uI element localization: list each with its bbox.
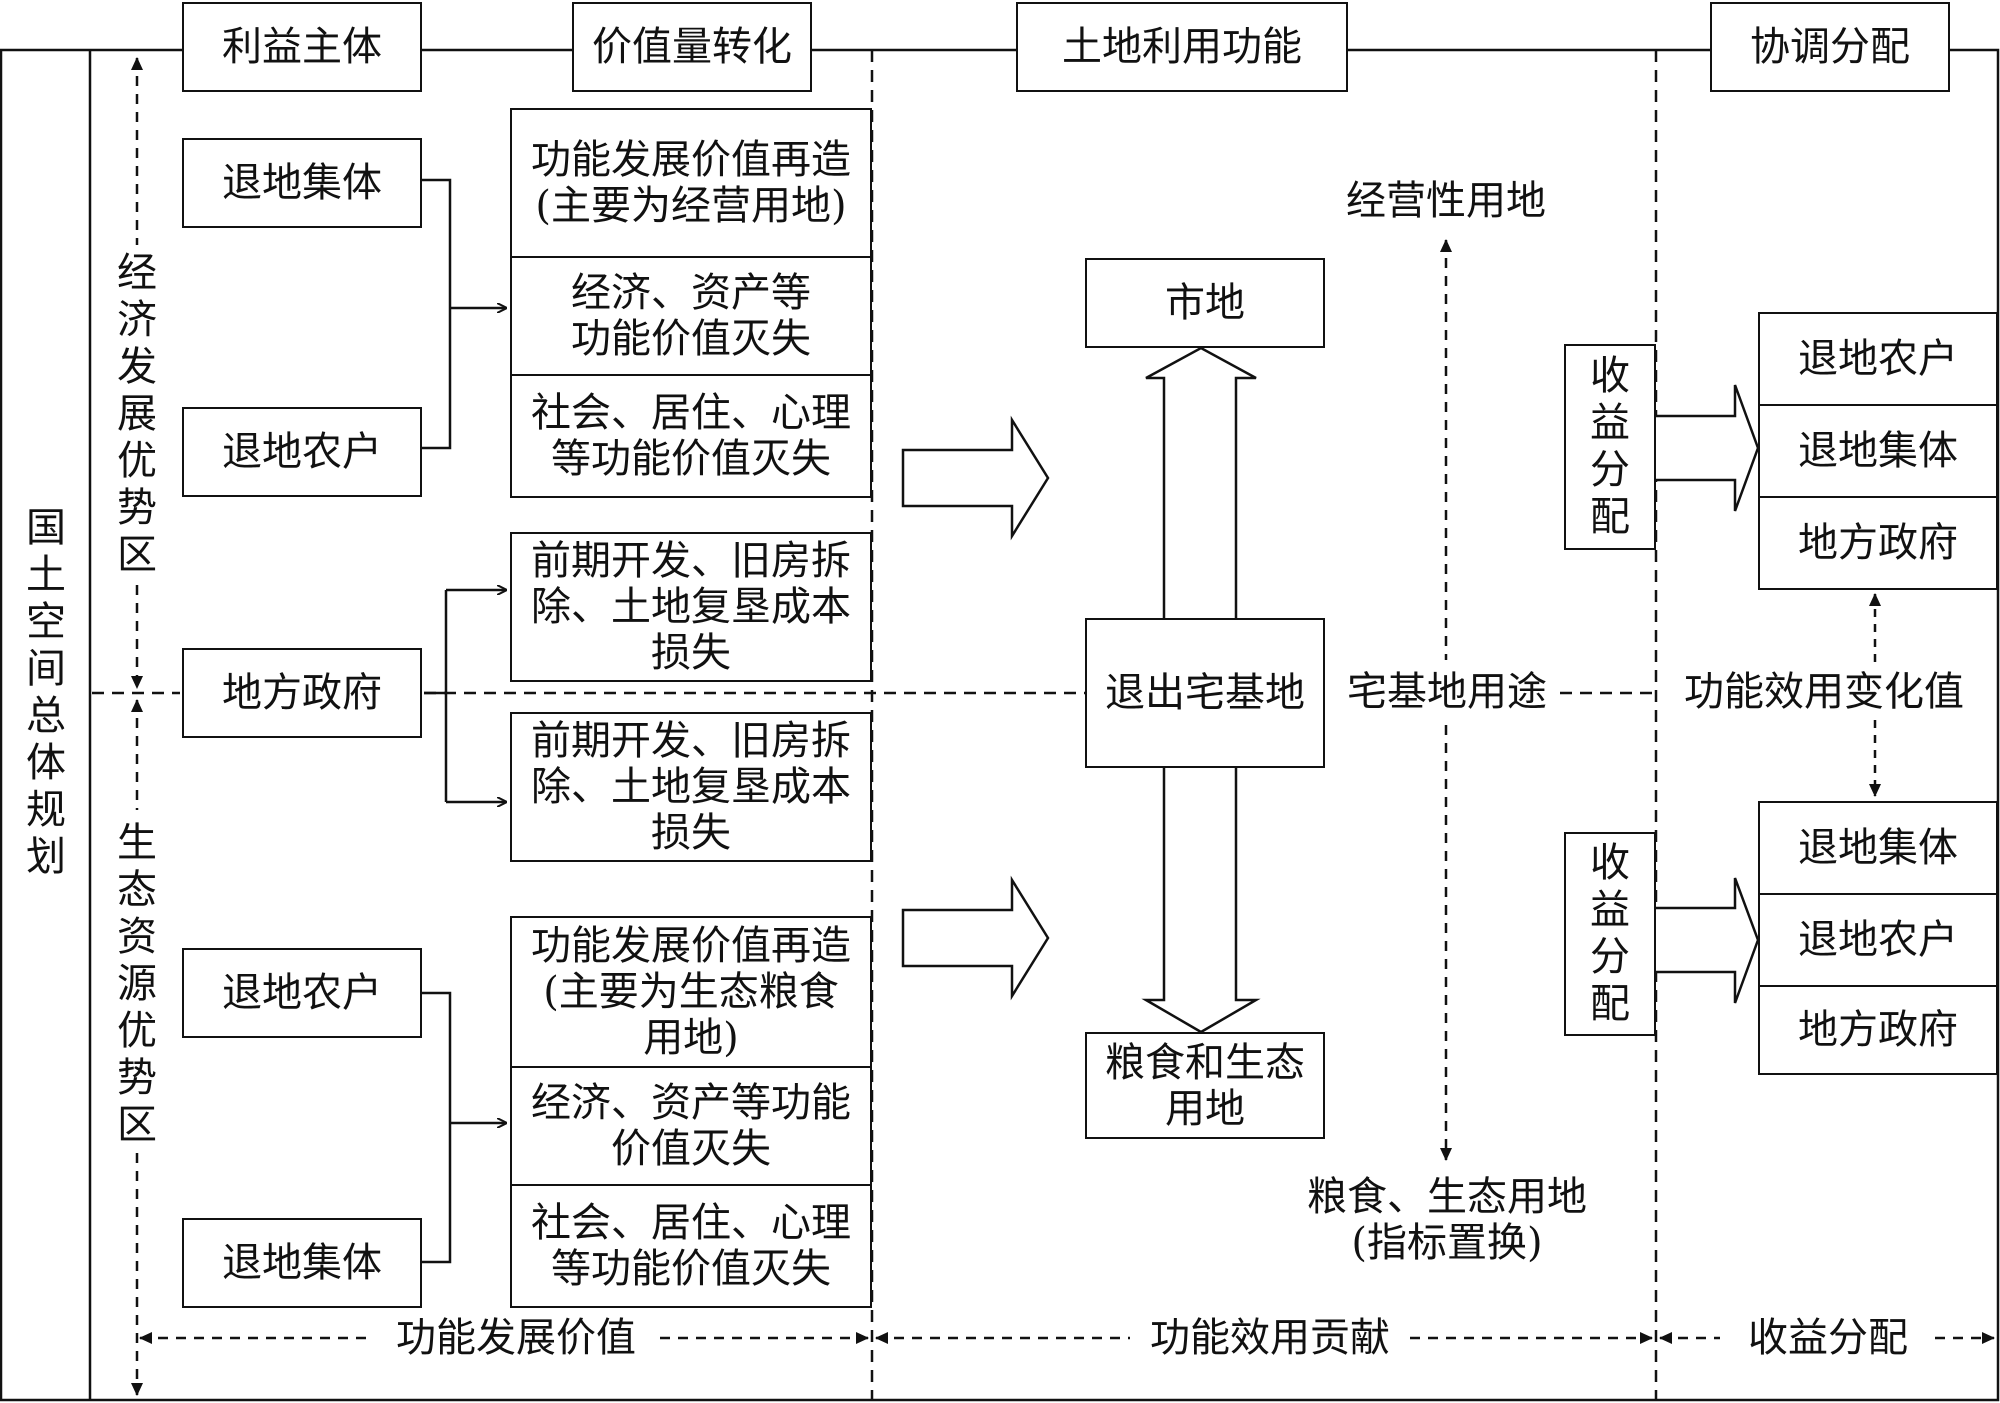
header-coordination-label: 协调分配 <box>1750 24 1910 70</box>
grain-eco-land-label: 粮食和生态 用地 <box>1105 1039 1305 1132</box>
value-top-economic-loss-text: 经济、资产等 功能价值灭失 <box>571 270 811 362</box>
bottom-bracket <box>422 991 452 1264</box>
stakeholder-government: 地方政府 <box>182 648 422 738</box>
value-bottom-economic-loss: 经济、资产等功能 价值灭失 <box>512 1068 870 1186</box>
header-stakeholders: 利益主体 <box>182 2 422 92</box>
header-coordination: 协调分配 <box>1710 2 1950 92</box>
recipient-top-3: 地方政府 <box>1760 498 1996 587</box>
header-land-function: 土地利用功能 <box>1016 2 1348 92</box>
recipient-top-2: 退地集体 <box>1760 406 1996 498</box>
homestead-use-label: 宅基地用途 <box>1336 669 1558 715</box>
recipient-bottom-3-label: 地方政府 <box>1798 1006 1958 1053</box>
commercial-use-label: 经营性用地 <box>1346 178 1546 224</box>
axis-function-utility: 功能效用贡献 <box>1134 1315 1406 1361</box>
market-land-box: 市地 <box>1085 258 1325 348</box>
value-top-recreation-text: 功能发展价值再造 (主要为经营用地) <box>531 137 851 229</box>
top-bracket <box>422 178 452 450</box>
zone-ecological: 生态资源优势区 <box>113 820 161 1149</box>
value-bottom-recreation-text: 功能发展价值再造 (主要为生态粮食 用地) <box>531 923 851 1061</box>
recipient-top-1: 退地农户 <box>1760 314 1996 406</box>
exit-homestead-label: 退出宅基地 <box>1105 670 1305 716</box>
header-value-conversion: 价值量转化 <box>572 2 812 92</box>
value-stack-top: 功能发展价值再造 (主要为经营用地) 经济、资产等 功能价值灭失 社会、居住、心… <box>510 108 872 498</box>
stakeholder-top-collective: 退地集体 <box>182 138 422 228</box>
block-arrow-bottom <box>901 875 1050 1001</box>
value-top-economic-loss: 经济、资产等 功能价值灭失 <box>512 258 870 376</box>
value-gov-bottom-text: 前期开发、旧房拆 除、土地复垦成本 损失 <box>531 718 851 856</box>
down-arrow-to-grain <box>1141 768 1261 1034</box>
recipient-top-3-label: 地方政府 <box>1798 519 1958 566</box>
income-distribution-bottom-label: 收益分配 <box>1586 840 1634 1028</box>
value-gov-bottom: 前期开发、旧房拆 除、土地复垦成本 损失 <box>510 712 872 862</box>
stakeholder-bottom-collective-label: 退地集体 <box>222 1240 382 1286</box>
axis-function-dev-value: 功能发展价值 <box>376 1315 656 1361</box>
market-land-label: 市地 <box>1165 280 1245 326</box>
income-block-arrow-bottom <box>1654 877 1760 1004</box>
value-stack-bottom: 功能发展价值再造 (主要为生态粮食 用地) 经济、资产等功能 价值灭失 社会、居… <box>510 916 872 1308</box>
exit-homestead-box: 退出宅基地 <box>1085 618 1325 768</box>
stakeholder-bottom-farmer: 退地农户 <box>182 948 422 1038</box>
recipient-bottom-2-label: 退地农户 <box>1798 917 1958 963</box>
income-block-arrow-top <box>1654 384 1760 512</box>
stakeholder-top-farmer: 退地农户 <box>182 407 422 497</box>
side-label: 国土空间总体规划 <box>26 505 66 880</box>
income-distribution-bottom-box: 收益分配 <box>1564 832 1656 1036</box>
value-gov-top-text: 前期开发、旧房拆 除、土地复垦成本 损失 <box>531 538 851 676</box>
value-bottom-social-loss-text: 社会、居住、心理 等功能价值灭失 <box>531 1199 851 1292</box>
value-top-recreation: 功能发展价值再造 (主要为经营用地) <box>512 110 870 258</box>
recipient-bottom-1: 退地集体 <box>1760 803 1996 895</box>
stakeholder-top-collective-label: 退地集体 <box>222 160 382 206</box>
recipient-list-bottom: 退地集体 退地农户 地方政府 <box>1758 801 1998 1075</box>
recipient-top-1-label: 退地农户 <box>1798 336 1958 382</box>
block-arrow-top <box>901 415 1050 541</box>
grain-eco-use-label: 粮食、生态用地 (指标置换) <box>1307 1174 1587 1266</box>
outer-frame <box>0 48 2000 1402</box>
value-bottom-economic-loss-text: 经济、资产等功能 价值灭失 <box>531 1080 851 1172</box>
stakeholder-bottom-farmer-label: 退地农户 <box>222 970 382 1016</box>
recipient-bottom-1-label: 退地集体 <box>1798 825 1958 871</box>
header-stakeholders-label: 利益主体 <box>222 24 382 70</box>
up-arrow-to-market <box>1145 346 1257 618</box>
value-bottom-social-loss: 社会、居住、心理 等功能价值灭失 <box>512 1186 870 1305</box>
recipient-top-2-label: 退地集体 <box>1798 428 1958 474</box>
utility-change-label: 功能效用变化值 <box>1668 669 1980 715</box>
value-top-social-loss: 社会、居住、心理 等功能价值灭失 <box>512 376 870 495</box>
stakeholder-government-label: 地方政府 <box>222 670 382 716</box>
stakeholder-top-farmer-label: 退地农户 <box>222 429 382 475</box>
header-value-conversion-label: 价值量转化 <box>592 24 792 70</box>
header-land-function-label: 土地利用功能 <box>1062 24 1302 70</box>
value-gov-top: 前期开发、旧房拆 除、土地复垦成本 损失 <box>510 532 872 682</box>
axis-income-distribution: 收益分配 <box>1724 1315 1932 1361</box>
value-top-social-loss-text: 社会、居住、心理 等功能价值灭失 <box>531 389 851 482</box>
stakeholder-bottom-collective: 退地集体 <box>182 1218 422 1308</box>
value-bottom-recreation: 功能发展价值再造 (主要为生态粮食 用地) <box>512 918 870 1068</box>
grain-eco-land-box: 粮食和生态 用地 <box>1085 1032 1325 1139</box>
income-distribution-top-label: 收益分配 <box>1586 353 1634 541</box>
recipient-bottom-2: 退地农户 <box>1760 895 1996 987</box>
income-distribution-top-box: 收益分配 <box>1564 344 1656 550</box>
zone-economic: 经济发展优势区 <box>113 250 161 579</box>
recipient-bottom-3: 地方政府 <box>1760 987 1996 1072</box>
recipient-list-top: 退地农户 退地集体 地方政府 <box>1758 312 1998 590</box>
